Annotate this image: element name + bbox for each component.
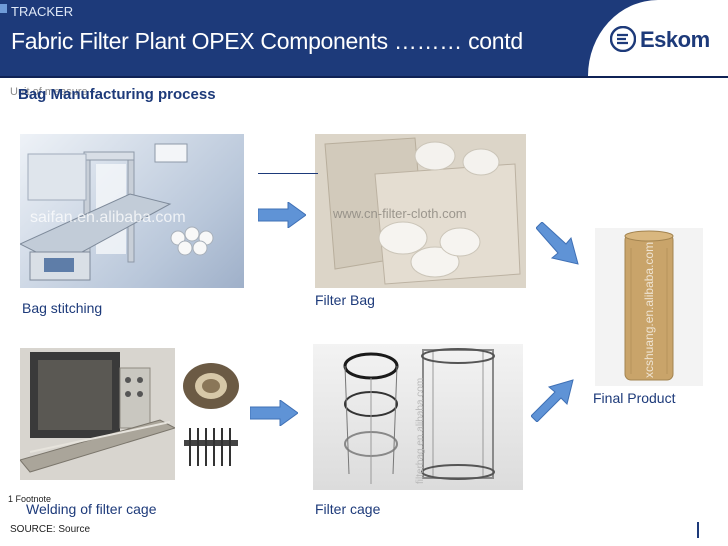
- stitching-watermark: saifan.en.alibaba.com: [30, 209, 186, 226]
- arrow-down-right: [536, 222, 579, 265]
- bag-stitching-photo: saifan.en.alibaba.com: [20, 134, 244, 288]
- filter-cage-photo: filterbag.en.alibaba.com: [313, 344, 523, 490]
- welding-machine-photo: [20, 348, 175, 480]
- filter-bag-photo: www.cn-filter-cloth.com: [315, 134, 526, 288]
- filter-cage-graphic: filterbag.en.alibaba.com: [343, 348, 495, 484]
- cage-wires-graphic: [184, 428, 238, 466]
- filter-bag-graphic: www.cn-filter-cloth.com: [315, 134, 526, 288]
- caption-welding: Welding of filter cage: [26, 501, 157, 517]
- unit-of-measure-label: Unit of measure: [10, 86, 88, 98]
- filter-cage-watermark: filterbag.en.alibaba.com: [415, 378, 426, 484]
- cage-ring-photo: [182, 362, 240, 410]
- welding-machine-graphic: [20, 352, 175, 473]
- arrow-right-bottom: [250, 400, 298, 426]
- eskom-logo-text: Eskom: [640, 27, 710, 52]
- slide-title: Fabric Filter Plant OPEX Components ……… …: [11, 28, 523, 54]
- cage-wires-photo: [182, 426, 240, 468]
- cage-ring-graphic: [183, 363, 239, 409]
- stitching-machine-graphic: saifan.en.alibaba.com: [20, 143, 214, 281]
- arrow-up-right: [531, 379, 574, 422]
- final-product-watermark: xcshuang.en.alibaba.com: [642, 242, 656, 378]
- filter-bag-watermark: www.cn-filter-cloth.com: [332, 206, 467, 221]
- caption-bag-stitching: Bag stitching: [22, 300, 103, 316]
- tracker-label: TRACKER: [11, 4, 74, 19]
- final-product-photo: xcshuang.en.alibaba.com: [595, 228, 703, 386]
- caption-filter-bag: Filter Bag: [315, 292, 375, 308]
- connector-line: [258, 173, 318, 174]
- caption-filter-cage: Filter cage: [315, 501, 381, 517]
- arrow-right-top: [258, 202, 306, 228]
- section-title: Bag Manufacturing process: [18, 86, 216, 103]
- header-divider: [0, 76, 728, 78]
- source-note: SOURCE: Source: [10, 524, 91, 535]
- tracker-marker: [0, 4, 7, 13]
- caption-final-product: Final Product: [593, 390, 676, 406]
- page-edge-bar: [697, 522, 699, 538]
- footnote: 1 Footnote: [8, 494, 52, 504]
- final-product-graphic: xcshuang.en.alibaba.com: [624, 230, 674, 381]
- eskom-logo-icon: [610, 26, 636, 52]
